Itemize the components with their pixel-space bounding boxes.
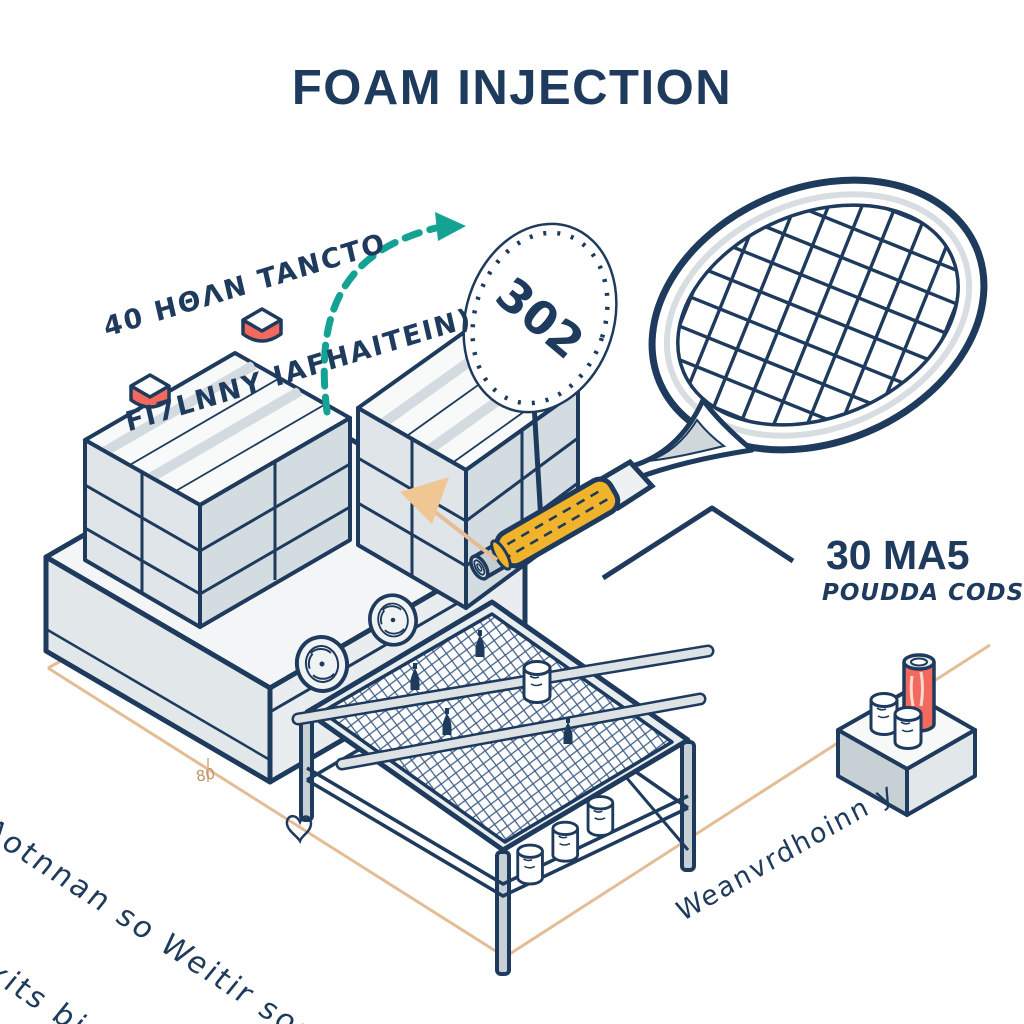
foam-block-left (83, 351, 352, 629)
vent-icon (294, 635, 350, 693)
diagram-title: FOAM INJECTION (291, 61, 733, 115)
flow-arrow-icon (320, 212, 466, 416)
canister (893, 706, 923, 750)
racket (469, 164, 993, 581)
canister (551, 820, 580, 863)
leader-line (601, 505, 795, 581)
badge (462, 222, 618, 414)
canister (522, 660, 552, 704)
heart-icon (285, 815, 313, 844)
canister (869, 692, 899, 736)
cap-icon (129, 373, 171, 409)
canister (586, 795, 615, 837)
direction-arrow-icon (400, 477, 499, 562)
spec-value: 30 MA5 (826, 532, 970, 578)
mesh-table (291, 599, 715, 976)
canister (516, 843, 544, 886)
table-rail (291, 644, 715, 771)
floor-mark: 80 (194, 764, 217, 786)
cap-icon (241, 307, 283, 343)
spec-caption: POUDDA CODS (822, 580, 1024, 606)
vent-icon (368, 593, 418, 647)
